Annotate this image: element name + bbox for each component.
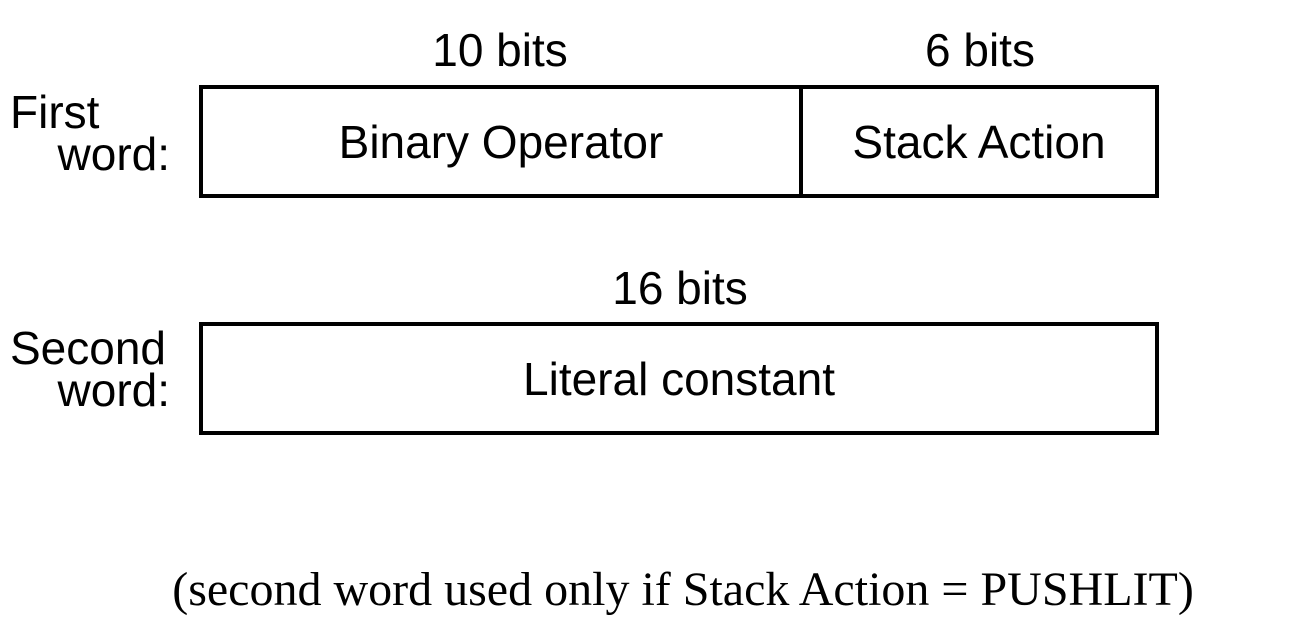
bits-label-stack-action: 6 bits (925, 24, 1035, 76)
field-literal-constant: Literal constant (523, 352, 835, 405)
second-word-label-line2: word: (57, 364, 170, 416)
first-word-label-line1: First (10, 86, 100, 138)
second-word-label-line1: Second (10, 322, 167, 374)
second-word-label: Second word: (10, 322, 195, 416)
bits-label-literal-constant: 16 bits (612, 262, 748, 314)
first-word-label-line2: word: (57, 128, 170, 180)
bits-label-binary-operator: 10 bits (432, 24, 568, 76)
footnote: (second word used only if Stack Action =… (172, 563, 1194, 616)
field-binary-operator: Binary Operator (338, 115, 664, 168)
first-word-box: Binary Operator Stack Action (199, 85, 1159, 198)
first-word-label: First word: (10, 86, 170, 180)
second-word-box: Literal constant (199, 322, 1159, 435)
field-stack-action: Stack Action (799, 89, 1155, 194)
